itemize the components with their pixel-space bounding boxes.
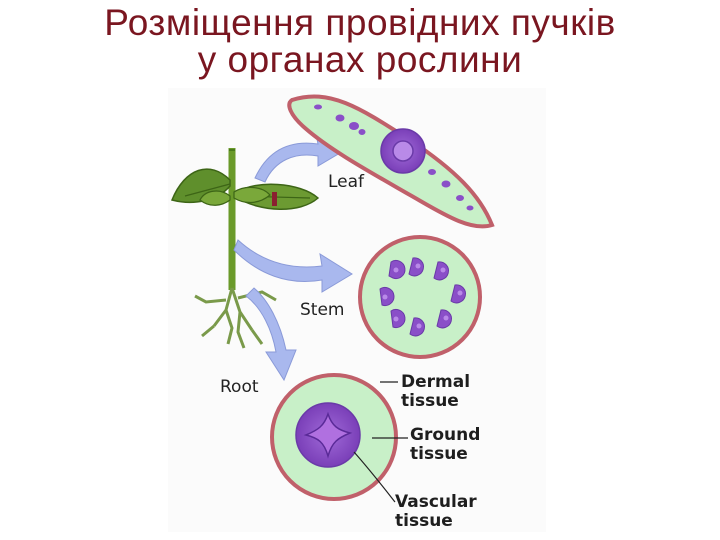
arrow-to-root — [245, 287, 297, 382]
plant-roots — [194, 287, 277, 349]
title-line-2: у органах рослини — [197, 39, 523, 80]
label-leaf: Leaf — [328, 172, 365, 192]
leaf-small-bundles — [314, 104, 474, 211]
title-line-1: Розміщення провідних пучків — [104, 2, 616, 43]
stem-cross-section — [358, 235, 482, 359]
plant-illustration — [170, 148, 320, 349]
label-dermal-line-2: tissue — [401, 391, 459, 411]
root-xylem — [303, 411, 353, 459]
label-root: Root — [220, 377, 259, 397]
label-ground-line-2: tissue — [410, 444, 468, 464]
root-cross-section — [270, 373, 398, 501]
arrow-to-stem — [233, 239, 353, 293]
label-vascular-line-2: tissue — [395, 511, 453, 531]
label-stem: Stem — [300, 300, 344, 320]
label-dermal-line-1: Dermal — [401, 372, 470, 392]
page-title: Розміщення провідних пучків у органах ро… — [0, 4, 720, 78]
leader-lines — [353, 381, 408, 503]
label-vascular-line-1: Vascular — [395, 492, 477, 512]
leaf-cross-section — [287, 94, 495, 229]
label-ground-line-1: Ground — [410, 425, 480, 445]
